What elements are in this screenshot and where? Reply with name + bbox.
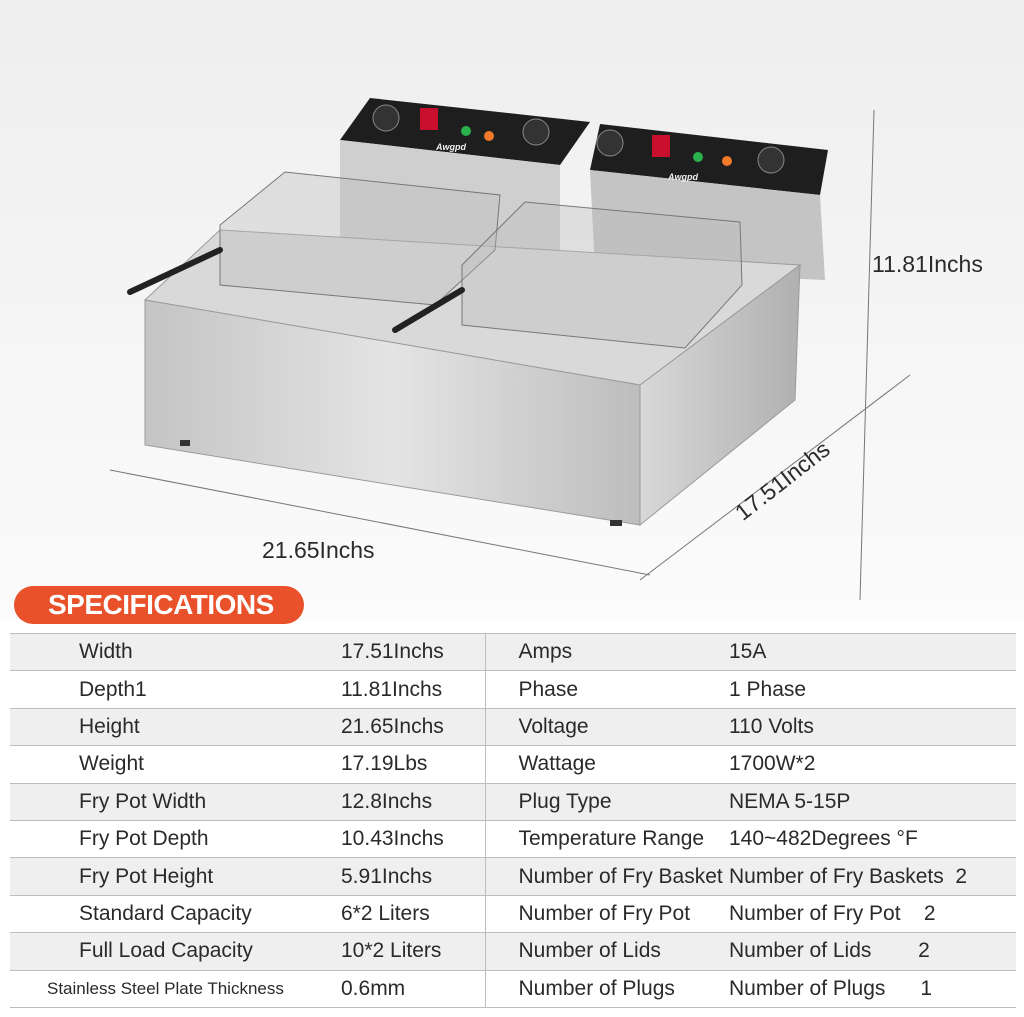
spec-value: 17.19Lbs bbox=[341, 745, 486, 784]
spec-label: Phase bbox=[485, 670, 729, 709]
fryer-illustration: Awgpd Awgpd bbox=[109, 98, 911, 601]
spec-value: 1700W*2 bbox=[729, 745, 1016, 784]
spec-value: 0.6mm bbox=[341, 969, 486, 1008]
spec-value: 21.65Inchs bbox=[341, 707, 486, 747]
spec-label: Full Load Capacity bbox=[10, 932, 341, 971]
fry-basket-right bbox=[392, 201, 743, 349]
spec-label: Plug Type bbox=[485, 782, 729, 821]
spec-value: 12.8Inchs bbox=[341, 782, 486, 821]
spec-value: Number of Fry Pot 2 bbox=[729, 894, 1016, 934]
spec-value: 11.81Inchs bbox=[341, 670, 486, 709]
spec-label: Wattage bbox=[485, 745, 729, 784]
control-box-right bbox=[590, 124, 828, 280]
width-dimension-label: 21.65Inchs bbox=[262, 537, 375, 563]
spec-label: Height bbox=[10, 707, 341, 747]
spec-value: Number of Plugs 1 bbox=[729, 969, 1016, 1008]
spec-value: 6*2 Liters bbox=[341, 894, 486, 934]
height-dimension-label: 11.81Inchs bbox=[872, 251, 983, 277]
specifications-title: SPECIFICATIONS bbox=[14, 586, 304, 624]
spec-value: 1 Phase bbox=[729, 670, 1016, 709]
spec-label: Voltage bbox=[485, 707, 729, 747]
spec-label: Number of Fry Basket bbox=[485, 857, 729, 896]
spec-value: 110 Volts bbox=[729, 707, 1016, 747]
spec-label: Fry Pot Height bbox=[10, 857, 341, 896]
spec-value: Number of Lids 2 bbox=[729, 932, 1016, 971]
knobs bbox=[372, 104, 785, 174]
spec-label: Standard Capacity bbox=[10, 894, 341, 934]
dimension-lines bbox=[109, 109, 911, 601]
spec-label: Number of Plugs bbox=[485, 969, 729, 1008]
fry-basket-left bbox=[127, 171, 501, 306]
spec-value: Number of Fry Baskets 2 bbox=[729, 857, 1016, 896]
brand-logo: Awgpd bbox=[435, 142, 466, 152]
spec-label: Fry Pot Depth bbox=[10, 819, 341, 859]
spec-value: 5.91Inchs bbox=[341, 857, 486, 896]
spec-label: Number of Lids bbox=[485, 932, 729, 971]
spec-label: Amps bbox=[485, 632, 729, 672]
brand-logo: Awgpd bbox=[667, 172, 698, 182]
spec-label: Number of Fry Pot bbox=[485, 894, 729, 934]
spec-value: 10*2 Liters bbox=[341, 932, 486, 971]
spec-label: Width bbox=[10, 632, 341, 672]
spec-label: Weight bbox=[10, 745, 341, 784]
spec-value: 17.51Inchs bbox=[341, 632, 486, 672]
spec-value: 140~482Degrees °F bbox=[729, 819, 1016, 859]
spec-label: Temperature Range bbox=[485, 819, 729, 859]
spec-label: Stainless Steel Plate Thickness bbox=[10, 969, 341, 1008]
spec-label: Fry Pot Width bbox=[10, 782, 341, 821]
spec-label: Depth1 bbox=[10, 670, 341, 709]
fryer-side bbox=[639, 263, 801, 527]
spec-value: NEMA 5-15P bbox=[729, 782, 1016, 821]
spec-value: 15A bbox=[729, 632, 1016, 672]
spec-value: 10.43Inchs bbox=[341, 819, 486, 859]
